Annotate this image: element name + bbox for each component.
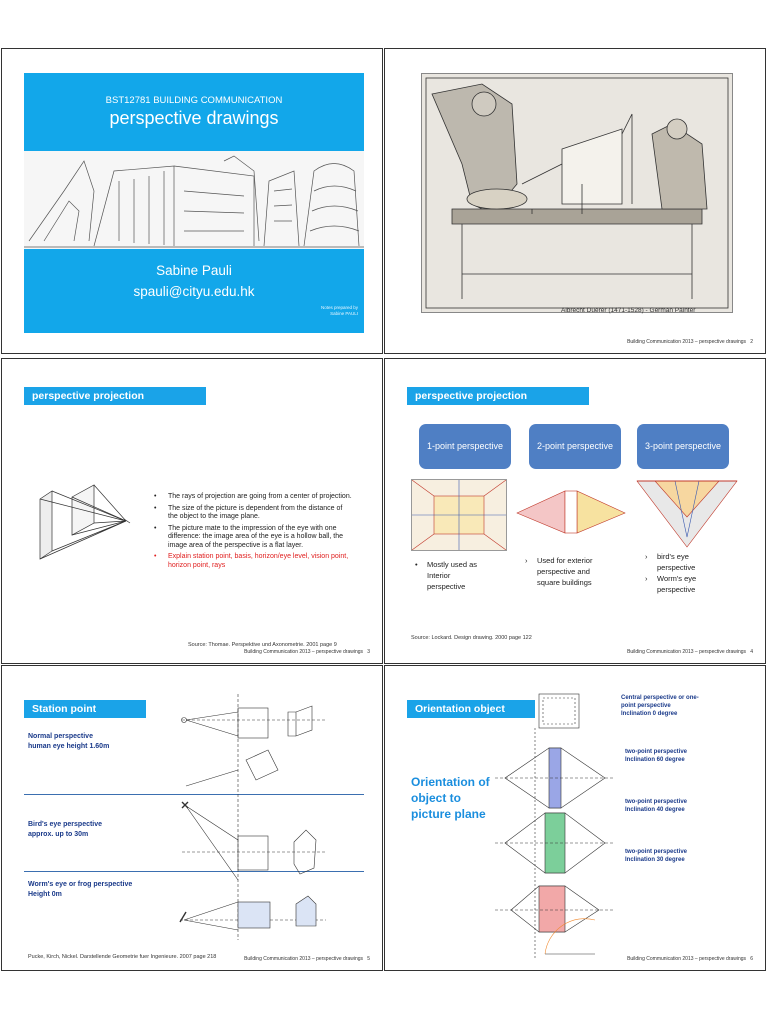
slide-4: perspective projection 1-point perspecti… — [384, 358, 766, 664]
bullet-item: The size of the picture is dependent fro… — [152, 505, 352, 522]
title-banner: BST12781 BUILDING COMMUNICATION perspect… — [24, 73, 364, 151]
label-line: Inclination 0 degree — [621, 711, 678, 717]
slide-3: perspective projection The rays of proje… — [1, 358, 383, 664]
label-line: Inclination 60 degree — [625, 757, 685, 763]
two-point-button[interactable]: 2-point perspective — [529, 424, 621, 469]
footer-text: Building Communication 2013 – perspectiv… — [627, 956, 747, 962]
station-point-diagram — [176, 690, 346, 942]
author-banner: Sabine Pauli spauli@cityu.edu.hk Notes p… — [24, 249, 364, 333]
orientation-label-0: Central perspective or one- point perspe… — [621, 694, 699, 718]
one-point-text: perspective — [427, 582, 466, 591]
orientation-heading: Orientation of object to picture plane — [411, 774, 490, 822]
notes-credit: Notes prepared by Sabine PAULI — [321, 305, 358, 317]
orientation-diagrams — [495, 688, 615, 958]
three-point-description: › bird's eye perspective › Worm's eye pe… — [645, 552, 697, 594]
normal-perspective-title: Normal perspective — [28, 733, 93, 740]
worms-eye-height: Height 0m — [28, 891, 62, 898]
orientation-heading-line: picture plane — [411, 807, 486, 821]
slide-title: Orientation object — [407, 700, 535, 718]
slide-6: Orientation object Orientation of object… — [384, 665, 766, 971]
two-point-text: square buildings — [537, 578, 592, 587]
slide-title: Station point — [24, 700, 146, 718]
notes-credit-line2: Sabine PAULI — [330, 311, 358, 316]
bullet-item: The rays of projection are going from a … — [152, 493, 352, 502]
bullet-list: The rays of projection are going from a … — [152, 493, 352, 573]
slide-1: BST12781 BUILDING COMMUNICATION perspect… — [1, 48, 383, 354]
page-number: 3 — [367, 649, 370, 655]
three-point-sketch — [635, 477, 739, 549]
two-point-text: perspective and — [537, 567, 590, 576]
slide-footer: Building Communication 2013 – perspectiv… — [627, 956, 753, 962]
normal-perspective-height: human eye height 1.60m — [28, 743, 110, 750]
one-point-text: Mostly used as — [427, 560, 478, 569]
orientation-heading-line: object to — [411, 791, 461, 805]
three-point-text: Worm's eye — [657, 574, 697, 583]
architecture-sketch — [24, 151, 364, 249]
footer-text: Building Communication 2013 – perspectiv… — [244, 956, 364, 962]
footer-text: Building Communication 2013 – perspectiv… — [244, 649, 364, 655]
two-point-text: Used for exterior — [537, 556, 593, 565]
label-line: two-point perspective — [625, 849, 688, 855]
label-line: two-point perspective — [625, 799, 688, 805]
divider — [24, 871, 364, 872]
orientation-label-30: two-point perspective Inclination 30 deg… — [625, 848, 687, 864]
page-number: 2 — [750, 339, 753, 345]
birds-eye-height: approx. up to 30m — [28, 831, 89, 838]
orientation-label-60: two-point perspective Inclination 60 deg… — [625, 748, 687, 764]
handout-sheet: BST12781 BUILDING COMMUNICATION perspect… — [0, 48, 768, 974]
three-point-button[interactable]: 3-point perspective — [637, 424, 729, 469]
notes-credit-line1: Notes prepared by — [320, 305, 358, 310]
birds-eye-title: Bird's eye perspective — [28, 821, 103, 828]
slide-footer: Building Communication 2013 – perspectiv… — [244, 956, 370, 962]
one-point-description: • Mostly used as Interior perspective — [415, 560, 478, 591]
one-point-sketch — [411, 479, 507, 551]
course-code: BST12781 BUILDING COMMUNICATION — [105, 95, 283, 106]
divider — [24, 794, 364, 795]
two-point-sketch — [515, 483, 627, 543]
bullet-item: The picture mate to the impression of th… — [152, 525, 352, 551]
page-number: 5 — [367, 956, 370, 962]
label-line: Inclination 30 degree — [625, 857, 685, 863]
three-point-text: perspective — [657, 563, 696, 572]
three-point-text: bird's eye — [657, 552, 689, 561]
one-point-text: Interior — [427, 571, 451, 580]
slide-footer: Building Communication 2013 – perspectiv… — [244, 649, 370, 655]
normal-perspective-label: Normal perspective human eye height 1.60… — [28, 732, 109, 752]
source-citation: Pucke, Kirch, Nickel. Darstellende Geome… — [28, 954, 217, 960]
two-point-description: › Used for exterior perspective and squa… — [525, 556, 593, 587]
author-email[interactable]: spauli@cityu.edu.hk — [133, 284, 255, 299]
image-caption: Albrecht Duerer (1471-1528) - German Pai… — [561, 307, 696, 314]
source-citation: Source: Lockard. Design drawing. 2000 pa… — [411, 635, 532, 641]
bullet-item-highlight: Explain station point, basis, horizon/ey… — [152, 553, 352, 570]
orientation-label-40: two-point perspective Inclination 40 deg… — [625, 798, 687, 814]
three-point-text: perspective — [657, 585, 696, 594]
label-line: Central perspective or one- — [621, 695, 699, 701]
slide-footer: Building Communication 2013 – perspectiv… — [627, 649, 753, 655]
footer-text: Building Communication 2013 – perspectiv… — [627, 649, 747, 655]
label-line: Inclination 40 degree — [625, 807, 685, 813]
worms-eye-label: Worm's eye or frog perspective Height 0m — [28, 880, 132, 900]
projection-diagram — [34, 477, 144, 567]
slide-5: Station point Normal perspective human e… — [1, 665, 383, 971]
slide-title: perspective drawings — [109, 108, 279, 128]
slide-footer: Building Communication 2013 – perspectiv… — [627, 339, 753, 345]
page-number: 4 — [750, 649, 753, 655]
birds-eye-label: Bird's eye perspective approx. up to 30m — [28, 820, 102, 840]
slide-title: perspective projection — [24, 387, 206, 405]
page-number: 6 — [750, 956, 753, 962]
author-name: Sabine Pauli — [156, 263, 232, 278]
label-line: two-point perspective — [625, 749, 688, 755]
orientation-heading-line: Orientation of — [411, 775, 490, 789]
label-line: point perspective — [621, 703, 671, 709]
worms-eye-title: Worm's eye or frog perspective — [28, 881, 133, 888]
slide-title: perspective projection — [407, 387, 589, 405]
one-point-button[interactable]: 1-point perspective — [419, 424, 511, 469]
source-citation: Source: Thomae. Perspektive und Axonomet… — [188, 642, 337, 648]
footer-text: Building Communication 2013 – perspectiv… — [627, 339, 747, 345]
duerer-engraving — [421, 73, 733, 313]
slide-2: Albrecht Duerer (1471-1528) - German Pai… — [384, 48, 766, 354]
